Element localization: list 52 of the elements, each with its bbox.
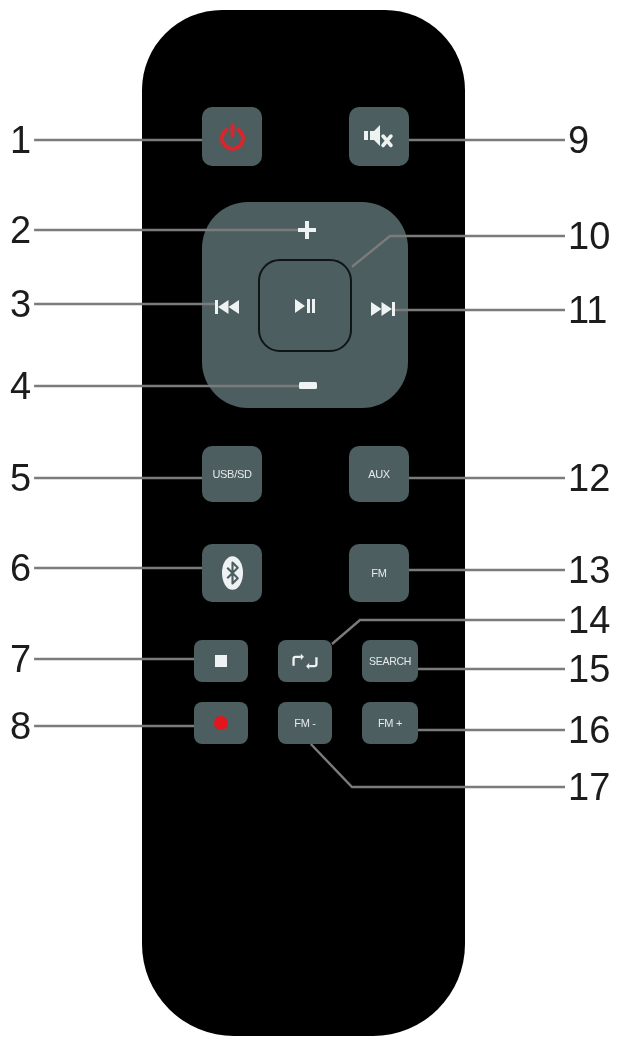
play-pause-button [258, 259, 352, 352]
leader-line [34, 476, 202, 480]
callout-number: 6 [10, 549, 32, 587]
callout-number: 4 [10, 367, 32, 405]
leader-line [34, 302, 215, 306]
leader-line [34, 566, 202, 570]
record-button [194, 702, 248, 744]
callout-number: 2 [10, 211, 32, 249]
callout-number: 9 [568, 121, 590, 159]
callout-number: 11 [568, 291, 608, 329]
next-icon [371, 302, 395, 316]
callout-number: 13 [568, 551, 611, 589]
callout-number: 15 [568, 650, 611, 688]
leader-line [418, 667, 565, 671]
leader-line [409, 476, 565, 480]
fm-button: FM [349, 544, 409, 602]
callout-number: 5 [10, 459, 32, 497]
callout-number: 12 [568, 459, 611, 497]
leader-line [409, 138, 565, 142]
leader-line [34, 657, 194, 661]
leader-line [34, 384, 299, 388]
navigation-pad [202, 202, 408, 408]
fm-minus-button: FM - [278, 702, 332, 744]
plus-icon [298, 221, 316, 239]
callout-number: 7 [10, 640, 32, 678]
leader-line [409, 568, 565, 572]
leader-line [395, 308, 565, 312]
repeat-button [278, 640, 332, 682]
leader-line [34, 724, 194, 728]
callout-number: 17 [568, 768, 611, 806]
callout-number: 10 [568, 217, 611, 255]
callout-number: 3 [10, 285, 32, 323]
leader-line [34, 228, 298, 232]
callout-number: 8 [10, 707, 32, 745]
minus-icon [299, 382, 317, 389]
search-button: SEARCH [362, 640, 418, 682]
fm-plus-button: FM + [362, 702, 418, 744]
callout-number: 16 [568, 711, 611, 749]
leader-line [418, 728, 565, 732]
bluetooth-button [202, 544, 262, 602]
leader-line [34, 138, 202, 142]
power-button [202, 107, 262, 166]
aux-button: AUX [349, 446, 409, 502]
leader-line [309, 743, 565, 789]
leader-line [351, 234, 565, 268]
mute-button [349, 107, 409, 166]
stop-button [194, 640, 248, 682]
previous-icon [215, 300, 239, 314]
usb-sd-button: USB/SD [202, 446, 262, 502]
leader-line [331, 618, 565, 645]
callout-number: 14 [568, 601, 611, 639]
callout-number: 1 [10, 121, 32, 159]
